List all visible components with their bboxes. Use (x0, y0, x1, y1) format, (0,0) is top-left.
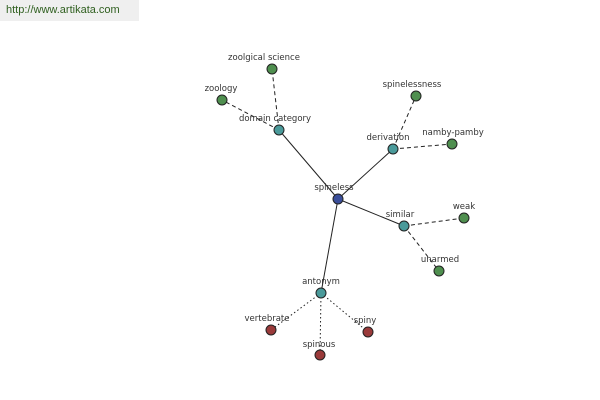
node-label-weak: weak (453, 202, 475, 212)
edge-spineless-domain (278, 129, 339, 200)
node-label-vertebrate: vertebrate (245, 314, 290, 324)
graph-nodes: spineless domain category derivation simila… (205, 53, 484, 361)
node-circle-antonym[interactable] (315, 287, 327, 299)
node-zoology[interactable]: zoology (205, 84, 238, 106)
node-spinous[interactable]: spinous (303, 340, 336, 361)
node-circle-spineless[interactable] (332, 193, 344, 205)
node-circle-vertebrate[interactable] (265, 324, 277, 336)
node-circle-spinelessness[interactable] (410, 90, 422, 102)
node-label-domain: domain category (239, 114, 311, 124)
edge-spineless-similar (337, 198, 405, 227)
edge-spineless-antonym (320, 198, 339, 294)
node-unarmed[interactable]: unarmed (421, 255, 459, 277)
node-vertebrate[interactable]: vertebrate (245, 314, 290, 336)
edge-domain-zoology (221, 99, 280, 131)
node-circle-zoological[interactable] (266, 63, 278, 75)
node-label-namby: namby-pamby (422, 128, 484, 138)
node-label-similar: similar (386, 210, 415, 220)
node-similar[interactable]: similar (386, 210, 415, 232)
node-circle-zoology[interactable] (216, 94, 228, 106)
node-spineless[interactable]: spineless (314, 183, 354, 205)
edge-domain-zoological (271, 68, 280, 131)
node-label-derivation: derivation (366, 133, 409, 143)
node-label-spineless: spineless (314, 183, 354, 193)
node-circle-weak[interactable] (458, 212, 470, 224)
edge-derivation-spinelessness (392, 95, 417, 150)
node-circle-similar[interactable] (398, 220, 410, 232)
node-circle-namby[interactable] (446, 138, 458, 150)
node-weak[interactable]: weak (453, 202, 475, 224)
node-label-spiny: spiny (354, 316, 377, 326)
node-antonym[interactable]: antonym (302, 277, 340, 299)
graph-edges (221, 68, 465, 356)
node-label-spinous: spinous (303, 340, 336, 350)
node-circle-domain[interactable] (273, 124, 285, 136)
edge-antonym-spiny (320, 292, 369, 333)
node-circle-derivation[interactable] (387, 143, 399, 155)
node-namby[interactable]: namby-pamby (422, 128, 484, 150)
node-zoological[interactable]: zoolgical science (228, 53, 300, 75)
node-spinelessness[interactable]: spinelessness (383, 80, 442, 102)
node-circle-spiny[interactable] (362, 326, 374, 338)
node-label-unarmed: unarmed (421, 255, 459, 265)
node-label-zoological: zoolgical science (228, 53, 300, 63)
node-label-spinelessness: spinelessness (383, 80, 442, 90)
node-label-antonym: antonym (302, 277, 340, 287)
node-label-zoology: zoology (205, 84, 238, 94)
watermark-url: http://www.artikata.com (0, 0, 139, 21)
edge-antonym-vertebrate (270, 292, 322, 331)
edge-similar-unarmed (403, 225, 440, 272)
node-circle-unarmed[interactable] (433, 265, 445, 277)
node-spiny[interactable]: spiny (354, 316, 377, 338)
node-circle-spinous[interactable] (314, 349, 326, 361)
node-derivation[interactable]: derivation (366, 133, 410, 155)
edge-derivation-namby (392, 143, 453, 150)
node-domain[interactable]: domain category (239, 114, 311, 136)
edge-similar-weak (403, 217, 465, 227)
edge-spineless-derivation (337, 148, 394, 200)
